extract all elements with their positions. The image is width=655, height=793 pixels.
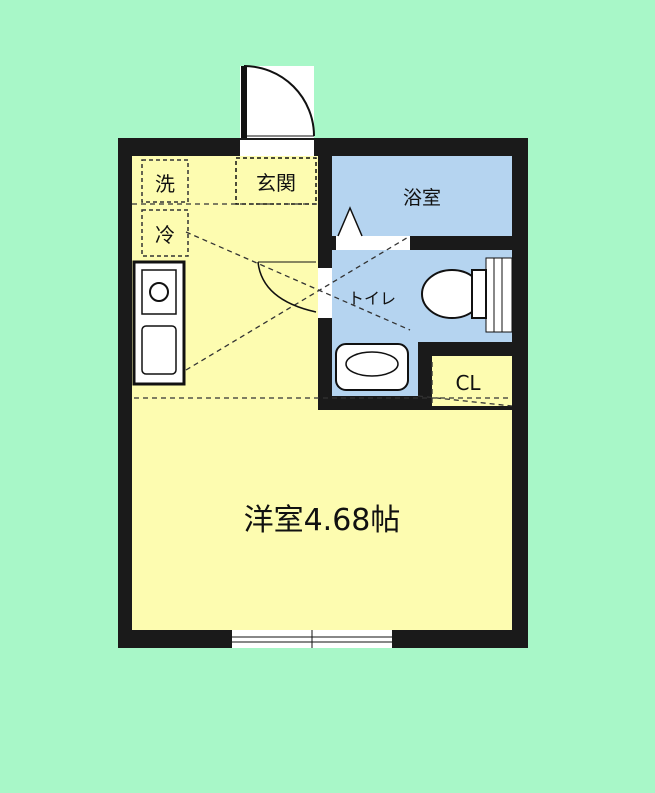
dashed-guides <box>132 203 513 407</box>
bath-door-swing-icon <box>337 206 363 237</box>
toilet-window <box>485 257 513 333</box>
toilet-door <box>318 268 332 318</box>
washer-space <box>141 159 189 203</box>
fridge-space <box>141 209 189 257</box>
western-room-label: 洋室4.68帖 <box>244 503 401 538</box>
stove-burner-icon <box>149 282 169 302</box>
kitchen-unit <box>132 260 186 386</box>
washer-label: 洗 <box>155 172 175 196</box>
toilet-icon <box>421 269 487 319</box>
entrance-floor <box>235 157 317 205</box>
bathroom <box>332 156 512 236</box>
entrance-label: 玄関 <box>256 171 296 195</box>
entrance-door <box>240 65 315 146</box>
fridge-label: 冷 <box>155 223 175 247</box>
toilet-label: トイレ <box>348 289 396 308</box>
sink-icon <box>141 325 177 375</box>
door-swing-icon <box>257 261 317 313</box>
bath-door <box>336 236 410 250</box>
living-area <box>132 156 512 630</box>
closet-label: CL <box>455 371 481 395</box>
bathroom-label: 浴室 <box>403 187 441 209</box>
entrance-opening <box>240 140 314 156</box>
